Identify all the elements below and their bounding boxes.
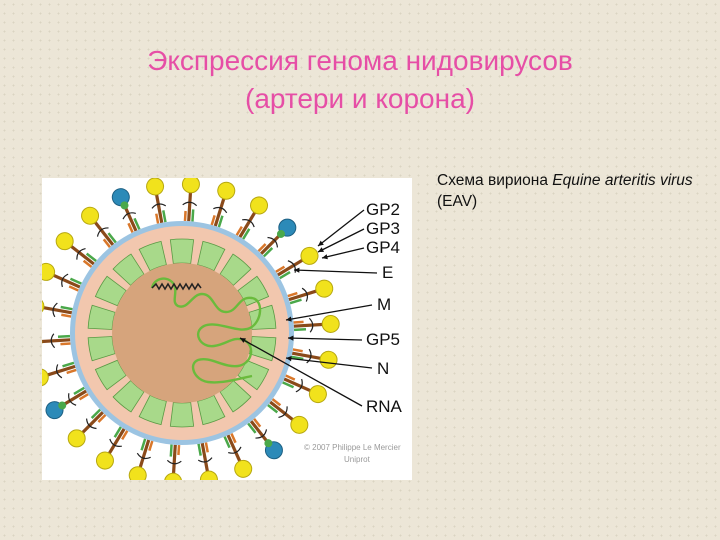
label-e: E [382, 263, 393, 282]
glycoprotein-spike [210, 181, 236, 228]
label-gp2: GP2 [366, 200, 400, 219]
glycoprotein-spike [42, 262, 82, 292]
slide-title: Экспрессия генома нидовирусов (артери и … [0, 42, 720, 118]
glycoprotein-spike [293, 314, 340, 333]
glycoprotein-spike [223, 433, 253, 478]
glycoprotein-spike [111, 188, 141, 233]
copyright-line1: © 2007 Philippe Le Mercier [304, 443, 401, 452]
pointer-arrowhead [318, 247, 324, 252]
caption-suffix: (EAV) [437, 193, 478, 210]
label-gp3: GP3 [366, 219, 400, 238]
caption-prefix: Схема вириона [437, 172, 553, 189]
label-gp4: GP4 [366, 238, 400, 257]
label-n: N [377, 359, 389, 378]
glycoprotein-spike [42, 361, 77, 387]
glycoprotein-spike [247, 418, 283, 460]
slide-title-line2: (артери и корона) [245, 83, 475, 114]
glycoprotein-spike [291, 348, 338, 369]
caption-species: Equine arteritis virus [552, 172, 693, 189]
pointer-arrowhead [240, 338, 246, 343]
rna-genome [150, 277, 262, 384]
pointer-arrowhead [318, 240, 324, 246]
glycoprotein-spike [55, 232, 97, 268]
glycoprotein-spike [42, 297, 73, 318]
glycoprotein-spike [81, 206, 117, 248]
pointer-line [317, 209, 365, 247]
label-rna: RNA [366, 397, 403, 416]
pointer-line [293, 269, 378, 274]
pointer-line [321, 247, 365, 259]
pointer-arrowhead [294, 267, 300, 273]
glycoprotein-spike [128, 438, 154, 480]
glycoprotein-spike [42, 333, 71, 352]
capsid-segment [169, 238, 195, 264]
pointer-line [317, 228, 365, 253]
pointer-line [285, 357, 373, 369]
slide-title-line1: Экспрессия генома нидовирусов [147, 45, 573, 76]
nucleocapsid-core [112, 263, 252, 403]
glycoprotein-spike [257, 218, 297, 258]
glycoprotein-spike [267, 398, 309, 434]
glycoprotein-spike [197, 442, 218, 480]
pointer-line [285, 304, 373, 321]
glycoprotein-spike [181, 178, 200, 222]
copyright-line2: Uniprot [344, 455, 371, 464]
glycoprotein-spike [67, 408, 107, 448]
label-gp5: GP5 [366, 330, 400, 349]
glycoprotein-spike [235, 196, 269, 240]
label-m: M [377, 295, 391, 314]
glycoprotein-spike [45, 386, 89, 420]
glycoprotein-spike [164, 444, 183, 480]
pointer-arrows [239, 209, 378, 407]
glycoprotein-spike [287, 279, 334, 305]
pointer-line [287, 337, 363, 341]
pointer-arrowhead [286, 356, 292, 362]
pointer-arrowhead [288, 335, 294, 341]
pointer-line [239, 337, 363, 407]
glycoprotein-spike [282, 374, 327, 404]
glycoprotein-spike [275, 246, 319, 280]
rna-cap-end [151, 282, 202, 291]
pointer-arrowhead [322, 254, 328, 260]
diagram-caption: Схема вириона Equine arteritis virus (EA… [437, 170, 707, 212]
pointer-arrowhead [286, 316, 292, 322]
glycoprotein-spike [146, 178, 167, 224]
glycoprotein-spike [95, 426, 129, 470]
capsid-segment [169, 402, 195, 428]
